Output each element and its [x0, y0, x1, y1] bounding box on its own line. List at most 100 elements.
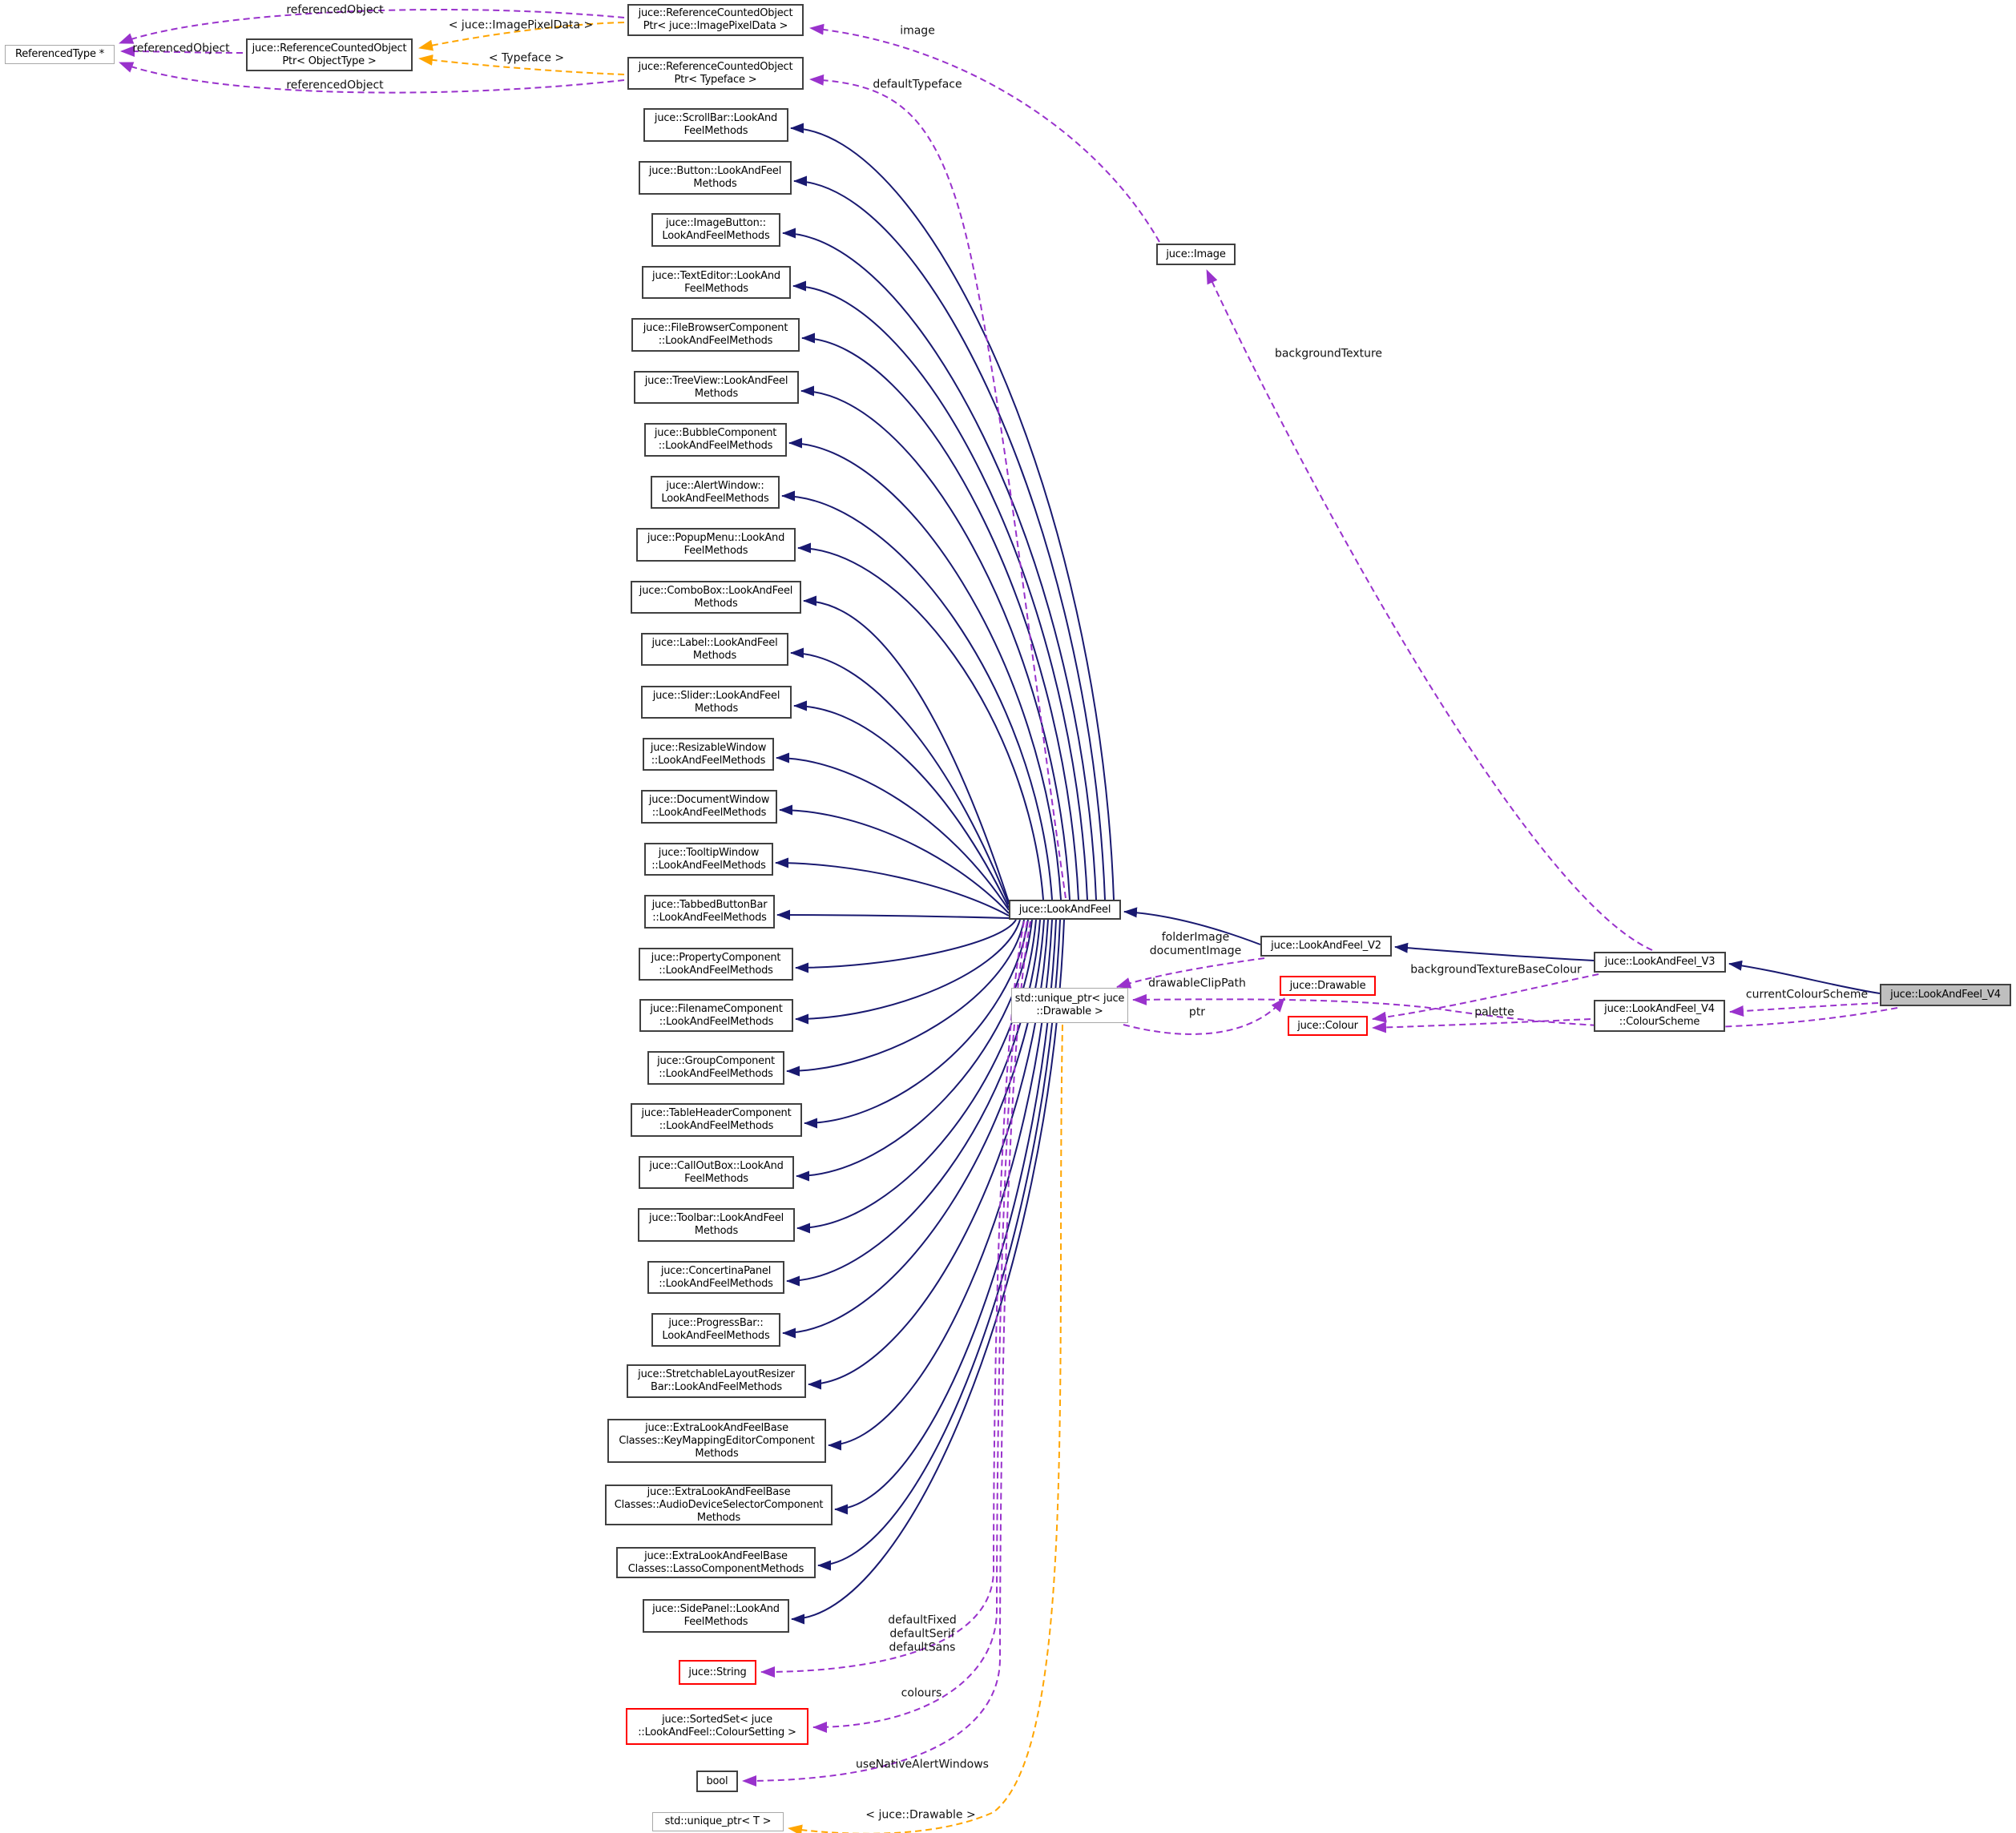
- edge-inh-v2: [1123, 907, 1261, 945]
- node-filenamecomponent[interactable]: juce::FilenameComponent ::LookAndFeelMet…: [639, 999, 793, 1032]
- edge-ref-top: [119, 9, 625, 44]
- edge-label-use-defaulttypeface: defaultTypeface: [873, 78, 962, 91]
- node-tableheader[interactable]: juce::TableHeaderComponent ::LookAndFeel…: [631, 1103, 802, 1137]
- node-bool: bool: [696, 1771, 738, 1792]
- edge-label-use-folderimage: folderImage documentImage: [1149, 931, 1242, 957]
- node-tooltipwindow[interactable]: juce::TooltipWindow ::LookAndFeelMethods: [644, 843, 773, 876]
- node-texteditor[interactable]: juce::TextEditor::LookAnd FeelMethods: [642, 266, 791, 299]
- edge-inh-resizablewindow: [776, 752, 1010, 911]
- node-lookandfeel_v4: juce::LookAndFeel_V4: [1880, 984, 2011, 1006]
- node-referencedtype: ReferencedType *: [5, 45, 115, 64]
- node-string[interactable]: juce::String: [679, 1660, 756, 1685]
- edge-label-use-ptr: ptr: [1188, 1005, 1206, 1019]
- node-treeview[interactable]: juce::TreeView::LookAndFeel Methods: [634, 371, 799, 404]
- node-filebrowser[interactable]: juce::FileBrowserComponent ::LookAndFeel…: [631, 318, 800, 352]
- node-bubble[interactable]: juce::BubbleComponent ::LookAndFeelMetho…: [644, 423, 787, 457]
- edge-use-usenative: [742, 921, 1031, 1787]
- node-groupcomponent[interactable]: juce::GroupComponent ::LookAndFeelMethod…: [647, 1051, 784, 1085]
- edge-inh-button: [793, 175, 1106, 900]
- node-rco_objecttype[interactable]: juce::ReferenceCountedObject Ptr< Object…: [246, 38, 413, 71]
- edge-inh-calloutbox: [796, 919, 1033, 1182]
- node-progressbar[interactable]: juce::ProgressBar:: LookAndFeelMethods: [651, 1313, 780, 1347]
- node-slider[interactable]: juce::Slider::LookAndFeel Methods: [641, 686, 792, 719]
- edge-label-tmpl-ipd: < juce::ImagePixelData >: [448, 18, 594, 32]
- edge-inh-imagebutton: [782, 228, 1097, 900]
- edge-use-colours: [812, 921, 1028, 1733]
- node-sortedset[interactable]: juce::SortedSet< juce ::LookAndFeel::Col…: [626, 1708, 808, 1745]
- edge-use-image: [809, 23, 1160, 243]
- edge-inh-v3: [1394, 942, 1595, 961]
- node-lookandfeel_v2[interactable]: juce::LookAndFeel_V2: [1260, 936, 1392, 957]
- edge-label-ref-bot: referencedObject: [286, 79, 384, 92]
- edge-use-currentcolourscheme: [1729, 1002, 1879, 1017]
- node-colour[interactable]: juce::Colour: [1288, 1016, 1368, 1036]
- edge-inh-documentwindow: [779, 804, 1010, 914]
- node-lookandfeel_v3[interactable]: juce::LookAndFeel_V3: [1594, 952, 1726, 973]
- edge-inh-scrollbar: [790, 123, 1115, 900]
- node-audiodevice[interactable]: juce::ExtraLookAndFeelBase Classes::Audi…: [605, 1485, 833, 1525]
- edge-label-use-usenative: useNativeAlertWindows: [856, 1758, 989, 1771]
- edge-label-use-drawableclippath: drawableClipPath: [1148, 977, 1246, 990]
- edge-inh-tooltipwindow: [775, 857, 1010, 916]
- node-tabbedbuttonbar[interactable]: juce::TabbedButtonBar ::LookAndFeelMetho…: [644, 895, 775, 929]
- edge-label-use-colours: colours: [901, 1686, 942, 1700]
- edge-label-use-bgtbc: backgroundTextureBaseColour: [1410, 963, 1582, 977]
- edge-inh-lasso: [817, 919, 1061, 1571]
- node-lasso[interactable]: juce::ExtraLookAndFeelBase Classes::Lass…: [616, 1547, 816, 1578]
- edge-inh-audiodevice: [834, 919, 1057, 1515]
- node-resizablewindow[interactable]: juce::ResizableWindow ::LookAndFeelMetho…: [643, 738, 774, 771]
- node-propertycomponent[interactable]: juce::PropertyComponent ::LookAndFeelMet…: [639, 948, 793, 981]
- edge-inh-propertycomponent: [795, 919, 1017, 973]
- node-drawable[interactable]: juce::Drawable: [1280, 976, 1376, 996]
- edge-inh-tabbedbuttonbar: [776, 909, 1010, 921]
- node-combobox[interactable]: juce::ComboBox::LookAndFeel Methods: [631, 581, 801, 614]
- edge-tmpl-ipd: [418, 22, 625, 51]
- node-concertina[interactable]: juce::ConcertinaPanel ::LookAndFeelMetho…: [647, 1261, 784, 1294]
- edge-use-ptr: [1123, 997, 1285, 1035]
- edge-use-palette: [1372, 1018, 1591, 1033]
- node-toolbar[interactable]: juce::Toolbar::LookAndFeel Methods: [638, 1208, 795, 1242]
- edge-label-use-backgroundtexture: backgroundTexture: [1274, 347, 1383, 361]
- edge-use-defaulttypeface: [809, 74, 1066, 899]
- node-imagebutton[interactable]: juce::ImageButton:: LookAndFeelMethods: [651, 213, 780, 247]
- edge-inh-slider: [793, 700, 1010, 908]
- node-stretchable[interactable]: juce::StretchableLayoutResizer Bar::Look…: [627, 1364, 806, 1398]
- edge-label-use-image: image: [900, 24, 935, 38]
- edge-inh-concertina: [786, 919, 1041, 1287]
- node-uniqueptr_t: std::unique_ptr< T >: [652, 1812, 784, 1831]
- edge-ref-bot: [119, 62, 625, 94]
- node-documentwindow[interactable]: juce::DocumentWindow ::LookAndFeelMethod…: [641, 790, 777, 824]
- node-popupmenu[interactable]: juce::PopupMenu::LookAnd FeelMethods: [636, 528, 796, 562]
- node-calloutbox[interactable]: juce::CallOutBox::LookAnd FeelMethods: [639, 1156, 794, 1189]
- node-alertwindow[interactable]: juce::AlertWindow:: LookAndFeelMethods: [651, 476, 780, 509]
- edge-tmpl-tf: [418, 54, 625, 75]
- edge-label-ref-top: referencedObject: [286, 3, 384, 17]
- node-label[interactable]: juce::Label::LookAndFeel Methods: [641, 633, 788, 666]
- node-rco_typeface[interactable]: juce::ReferenceCountedObject Ptr< Typefa…: [627, 57, 804, 90]
- edge-inh-label: [790, 647, 1010, 905]
- edge-use-backgroundtexture: [1206, 269, 1653, 951]
- edge-inh-tableheader: [804, 919, 1029, 1129]
- node-sidepanel[interactable]: juce::SidePanel::LookAnd FeelMethods: [643, 1599, 789, 1633]
- node-image[interactable]: juce::Image: [1156, 244, 1236, 265]
- node-button[interactable]: juce::Button::LookAndFeel Methods: [639, 161, 792, 195]
- edge-inh-bubble: [788, 437, 1062, 900]
- edge-label-use-currentcolourscheme: currentColourScheme: [1745, 988, 1869, 1001]
- edge-use-bgtbc: [1372, 973, 1599, 1023]
- node-keymapping[interactable]: juce::ExtraLookAndFeelBase Classes::KeyM…: [607, 1419, 826, 1463]
- edge-inh-groupcomponent: [786, 919, 1025, 1077]
- edge-use-drawableclippath: [1132, 993, 1898, 1029]
- edge-inh-v4: [1728, 960, 1881, 994]
- node-scrollbar[interactable]: juce::ScrollBar::LookAnd FeelMethods: [643, 108, 788, 142]
- edge-use-folderimage: [1116, 957, 1265, 989]
- node-colourscheme[interactable]: juce::LookAndFeel_V4 ::ColourScheme: [1594, 1000, 1725, 1032]
- edge-inh-toolbar: [796, 919, 1037, 1234]
- node-lookandfeel[interactable]: juce::LookAndFeel: [1009, 900, 1121, 920]
- edge-label-use-defaultfonts: defaultFixed defaultSerif defaultSans: [888, 1613, 957, 1654]
- edge-inh-texteditor: [792, 280, 1088, 900]
- edge-use-defaultfonts: [760, 921, 1025, 1678]
- node-rco_imagepixeldata[interactable]: juce::ReferenceCountedObject Ptr< juce::…: [627, 4, 804, 36]
- edge-inh-treeview: [800, 385, 1070, 900]
